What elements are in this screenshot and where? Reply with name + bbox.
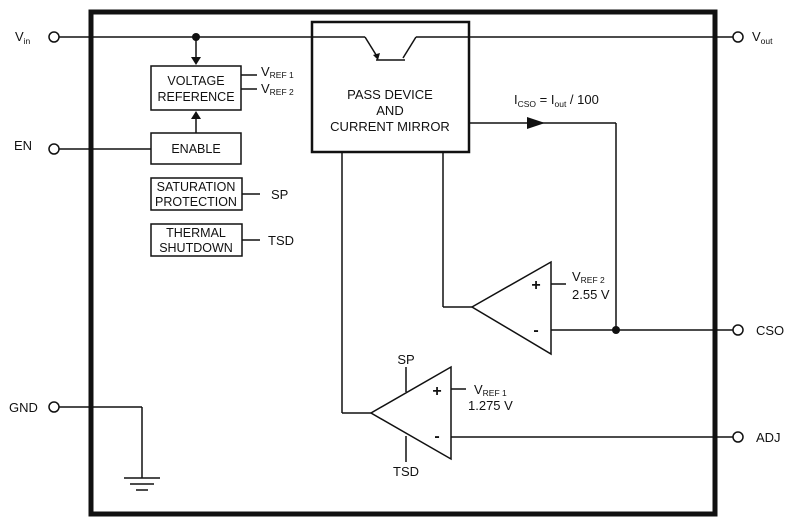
vout-pin-terminal (732, 31, 744, 43)
lower-amp-minus-sign: - (434, 428, 439, 445)
vref1-label: VREF 1 (261, 64, 294, 80)
ground-symbol-icon (124, 477, 160, 491)
lower-amplifier-triangle-icon (369, 365, 452, 461)
pin-adj: ADJ (732, 430, 781, 445)
upper-amplifier: + - VREF 2 2.55 V (470, 260, 610, 356)
upper-amp-ref-value: 2.55 V (572, 287, 610, 302)
wires (59, 33, 733, 478)
adj-pin-label: ADJ (756, 430, 781, 445)
thermal-shutdown-line1: THERMAL (166, 226, 226, 240)
lower-amp-sp-label: SP (397, 352, 414, 367)
pin-cso: CSO (732, 323, 784, 338)
lower-amp-plus-sign: + (432, 383, 441, 400)
en-pin-label: EN (14, 138, 32, 153)
pin-vin: Vin (15, 29, 60, 46)
vin-to-reference-arrow (191, 57, 201, 65)
pin-gnd: GND (9, 400, 60, 415)
pin-en: EN (14, 138, 60, 155)
enable-block-label: ENABLE (171, 142, 220, 156)
upper-amplifier-triangle-icon (470, 260, 552, 356)
adj-pin-terminal (732, 431, 744, 443)
cso-pin-label: CSO (756, 323, 784, 338)
vout-pin-label: Vout (752, 29, 773, 46)
en-pin-terminal (48, 143, 60, 155)
vref2-label: VREF 2 (261, 81, 294, 97)
lower-amplifier: + - VREF 1 1.275 V SP TSD (369, 352, 513, 479)
pin-vout: Vout (732, 29, 773, 46)
thermal-shutdown-block: THERMAL SHUTDOWN (150, 223, 243, 257)
voltage-reference-line2: REFERENCE (157, 90, 234, 104)
upper-amp-minus-sign: - (533, 322, 538, 339)
pass-device-block: PASS DEVICE AND CURRENT MIRROR (310, 20, 471, 154)
vin-pin-terminal (48, 31, 60, 43)
enable-to-reference-arrow (191, 111, 201, 119)
enable-block: ENABLE (150, 132, 242, 165)
cso-pin-terminal (732, 324, 744, 336)
pass-device-line2: AND (376, 103, 403, 118)
gnd-pin-terminal (48, 401, 60, 413)
lower-amp-ref-value: 1.275 V (468, 398, 513, 413)
upper-amp-plus-sign: + (531, 277, 540, 294)
saturation-protection-line1: SATURATION (157, 180, 236, 194)
gnd-pin-label: GND (9, 400, 38, 415)
pass-device-line3: CURRENT MIRROR (330, 119, 450, 134)
lower-amp-ref-label: VREF 1 (474, 382, 507, 398)
ic-package-outline (88, 9, 718, 517)
saturation-protection-line2: PROTECTION (155, 195, 237, 209)
transistor-icon (312, 36, 469, 61)
thermal-shutdown-line2: SHUTDOWN (159, 241, 233, 255)
saturation-protection-block: SATURATION PROTECTION (150, 177, 243, 211)
vin-pin-label: Vin (15, 29, 31, 46)
mirror-current-arrow (527, 117, 545, 129)
sp-label: SP (271, 187, 288, 202)
cso-current-label: ICSO = Iout / 100 (514, 92, 599, 109)
voltage-reference-block: VOLTAGE REFERENCE (150, 65, 242, 111)
voltage-reference-line1: VOLTAGE (167, 74, 224, 88)
tsd-label: TSD (268, 233, 294, 248)
pass-device-line1: PASS DEVICE (347, 87, 433, 102)
upper-amp-ref-label: VREF 2 (572, 269, 605, 285)
lower-amp-tsd-label: TSD (393, 464, 419, 479)
